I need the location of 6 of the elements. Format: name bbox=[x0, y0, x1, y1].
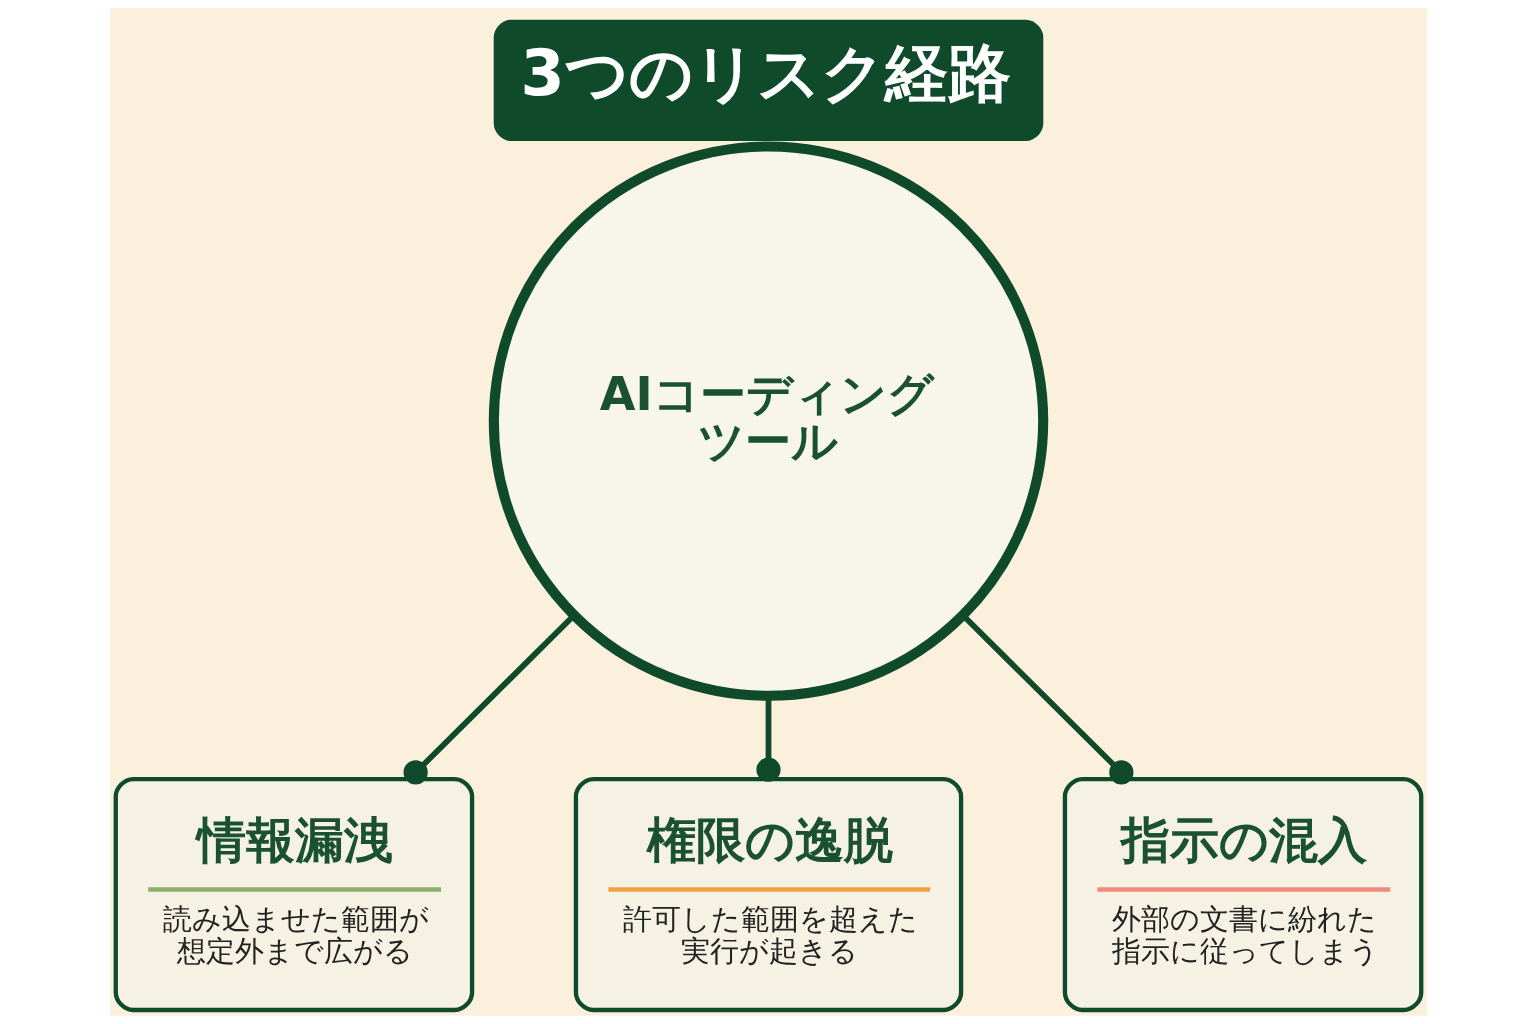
node-box: 権限の逸脱 許可した範囲を超えた実行が起きる bbox=[573, 777, 963, 1013]
node-box: 指示の混入 外部の文書に紛れた指示に従ってしまう bbox=[1062, 777, 1423, 1013]
connector bbox=[403, 613, 576, 785]
node-box: 情報漏洩 読み込ませた範囲が想定外まで広がる bbox=[113, 777, 474, 1013]
node-circle: AIコーディングツール bbox=[488, 141, 1048, 701]
diagram-title: 3つのリスク経路 bbox=[519, 36, 1011, 111]
